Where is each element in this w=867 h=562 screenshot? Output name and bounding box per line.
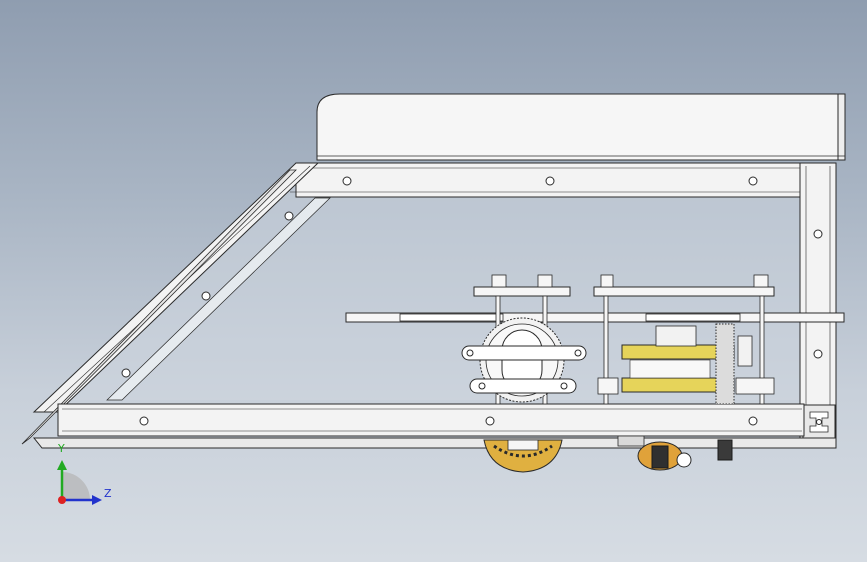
base-plate[interactable] [32, 437, 837, 449]
glass-side-panel[interactable] [72, 180, 800, 400]
upper-plate-left[interactable] [473, 286, 571, 297]
glass-inner-pane [106, 197, 331, 401]
right-drive-wheel[interactable] [617, 435, 733, 471]
top-cover-end-cap [837, 93, 846, 161]
left-gear-assembly[interactable] [461, 317, 587, 403]
triad-y-label: Y [57, 442, 65, 455]
right-post[interactable] [799, 162, 837, 444]
triad-z-label: Z [104, 487, 112, 500]
mid-shelf-bar[interactable] [345, 312, 845, 323]
bottom-bolt [485, 416, 495, 426]
shelf-slider [399, 313, 504, 322]
post-bolt [813, 229, 823, 239]
diagonal-skin [21, 169, 297, 445]
left-drive-wheel[interactable] [483, 439, 563, 473]
diagonal-bolt [201, 291, 211, 301]
z-axis-arrowhead [92, 495, 102, 505]
triad-quadrant [62, 472, 90, 500]
shelf-slider [645, 313, 741, 322]
rail-bolt [748, 176, 758, 186]
post-bolt [813, 349, 823, 359]
top-cover-panel[interactable] [316, 93, 839, 161]
upper-plate-right[interactable] [593, 286, 775, 297]
diagonal-bolt [284, 211, 294, 221]
y-axis-arrowhead [57, 460, 67, 470]
bottom-bolt [748, 416, 758, 426]
profile-core [816, 419, 822, 425]
motor-assembly[interactable] [597, 323, 775, 405]
x-axis-origin [58, 496, 66, 504]
rail-bolt [545, 176, 555, 186]
rail-bolt [342, 176, 352, 186]
bottom-rail[interactable] [57, 403, 805, 437]
diagonal-bolt [121, 368, 131, 378]
coordinate-triad: Y Z [57, 442, 112, 505]
bottom-bolt [139, 416, 149, 426]
